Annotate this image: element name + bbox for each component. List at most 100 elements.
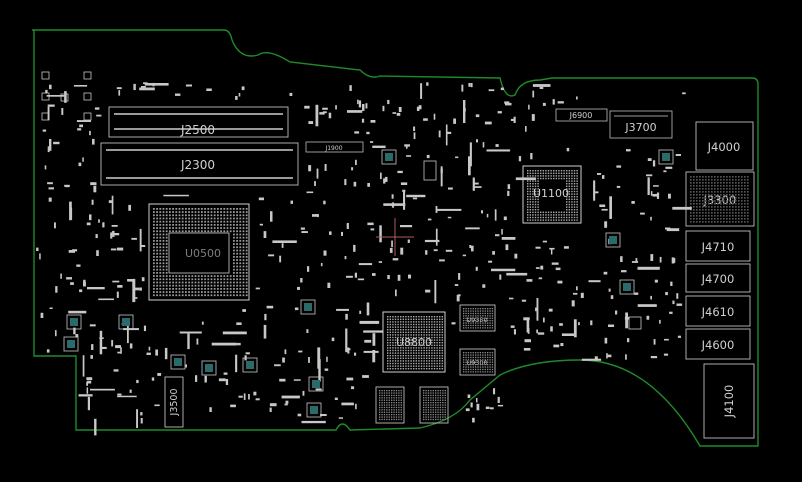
smd-component (396, 112, 401, 116)
smd-component (557, 101, 564, 104)
smd-component (120, 347, 122, 354)
connector-j6900[interactable]: J6900 (555, 108, 608, 122)
smd-component (647, 177, 650, 195)
smd-component (465, 227, 480, 230)
smd-component (204, 375, 207, 383)
chip-u1100[interactable]: U1100 (522, 165, 582, 224)
smd-component (501, 237, 516, 240)
smd-component (535, 246, 541, 249)
connector-j4000[interactable]: J4000 (695, 121, 754, 171)
smd-component (418, 105, 422, 110)
smd-component (593, 180, 596, 201)
connector-j4700[interactable]: J4700 (685, 263, 751, 293)
chip-u9350[interactable]: U9350 (459, 304, 496, 332)
qfn-chip (308, 376, 324, 392)
smd-component (353, 181, 357, 187)
smd-component (76, 120, 91, 122)
smd-component (488, 89, 495, 92)
smd-component (504, 101, 510, 104)
smd-component (665, 166, 673, 169)
connector-j1900[interactable]: J1900 (305, 141, 364, 153)
smd-component (507, 184, 511, 190)
smd-component (347, 347, 350, 354)
label-u9350: U9350 (466, 316, 487, 324)
smd-component (266, 305, 274, 309)
smd-component (274, 364, 281, 367)
smd-component (218, 378, 226, 382)
chip-u9300[interactable]: U9300 (459, 348, 496, 376)
smd-component (669, 311, 673, 314)
smd-component (327, 282, 331, 288)
label-j4610: J4610 (701, 305, 735, 319)
smd-component (631, 261, 639, 263)
smd-component (308, 357, 310, 363)
smd-component (345, 328, 348, 353)
connector-j2300[interactable]: J2300 (100, 142, 299, 186)
smd-component (668, 193, 671, 199)
smd-component (316, 168, 319, 179)
smd-component (631, 201, 635, 204)
connector-j4710[interactable]: J4710 (685, 230, 751, 262)
connector-j4610[interactable]: J4610 (685, 295, 751, 327)
smd-component (238, 395, 243, 398)
smd-component (616, 185, 621, 188)
smd-component (46, 95, 67, 97)
smd-component (300, 227, 305, 230)
smd-component (136, 409, 138, 428)
smd-component (447, 216, 452, 219)
smd-component (89, 130, 91, 136)
smd-component (458, 273, 461, 280)
smd-component (476, 139, 478, 143)
smd-component (445, 124, 448, 146)
connector-j2500[interactable]: J2500 (108, 106, 289, 138)
connector-j4100[interactable]: J4100 (703, 363, 755, 439)
smd-component (48, 197, 52, 202)
smd-component (335, 105, 337, 110)
smd-component (297, 286, 300, 290)
smd-component (61, 108, 64, 115)
smd-component (505, 102, 512, 106)
smd-component (486, 149, 511, 152)
smd-component (363, 330, 383, 333)
smd-component (157, 373, 162, 376)
smd-component (99, 330, 103, 355)
smd-component (364, 339, 372, 343)
smd-component (319, 112, 325, 115)
smd-component (196, 338, 199, 345)
smd-component (561, 333, 576, 336)
smd-component (314, 181, 316, 186)
chip-bottom-right[interactable] (419, 386, 449, 424)
smd-component (49, 139, 52, 151)
smd-component (185, 84, 192, 87)
smd-component (323, 250, 327, 256)
smd-component (36, 247, 39, 251)
smd-component (66, 277, 72, 280)
qfn-chip (118, 314, 134, 330)
smd-component (566, 147, 570, 152)
smd-component (289, 92, 293, 96)
cpu-socket-u0500[interactable]: U0500 (148, 203, 250, 301)
smd-component (358, 263, 373, 266)
connector-j4600[interactable]: J4600 (685, 328, 751, 360)
smd-component (129, 389, 132, 393)
smd-component (39, 253, 41, 260)
connector-j3700[interactable]: J3700 (609, 110, 673, 139)
smd-component (424, 239, 440, 243)
smd-component (383, 178, 386, 184)
smd-component (152, 82, 155, 87)
connector-j3500[interactable]: J3500 (164, 376, 184, 428)
smd-component (357, 278, 365, 281)
smd-component (362, 104, 365, 111)
smd-component (646, 315, 650, 320)
smd-component (117, 247, 124, 251)
smd-component (563, 246, 569, 249)
smd-component (317, 347, 321, 369)
smd-component (379, 225, 382, 243)
smd-component (93, 185, 97, 193)
smd-component (400, 247, 404, 255)
chip-bottom-left[interactable] (375, 386, 405, 424)
smd-component (47, 146, 50, 153)
smd-component (255, 287, 260, 290)
smd-component (87, 287, 105, 290)
